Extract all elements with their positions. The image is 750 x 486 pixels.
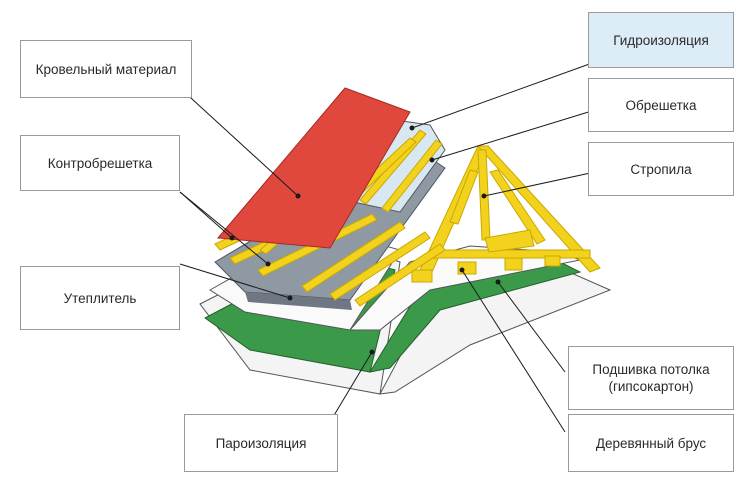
label-insulation: Утеплитель bbox=[20, 266, 180, 330]
label-lathing: Обрешетка bbox=[588, 78, 734, 132]
rafters-truss bbox=[411, 145, 601, 283]
label-ceiling-lining: Подшивка потолка (гипсокартон) bbox=[568, 346, 734, 410]
label-rafters: Стропила bbox=[588, 142, 734, 196]
label-vapor-barrier: Пароизоляция bbox=[184, 414, 338, 472]
label-counter-lathing: Контробрешетка bbox=[20, 135, 180, 191]
roofing-material-layer bbox=[216, 87, 411, 249]
leader-dots bbox=[229, 125, 501, 355]
label-waterproofing: Гидроизоляция bbox=[588, 12, 734, 68]
label-roofing-material: Кровельный материал bbox=[20, 40, 192, 98]
label-wooden-beam: Деревянный брус bbox=[568, 414, 734, 472]
leader-lines bbox=[179, 61, 596, 433]
